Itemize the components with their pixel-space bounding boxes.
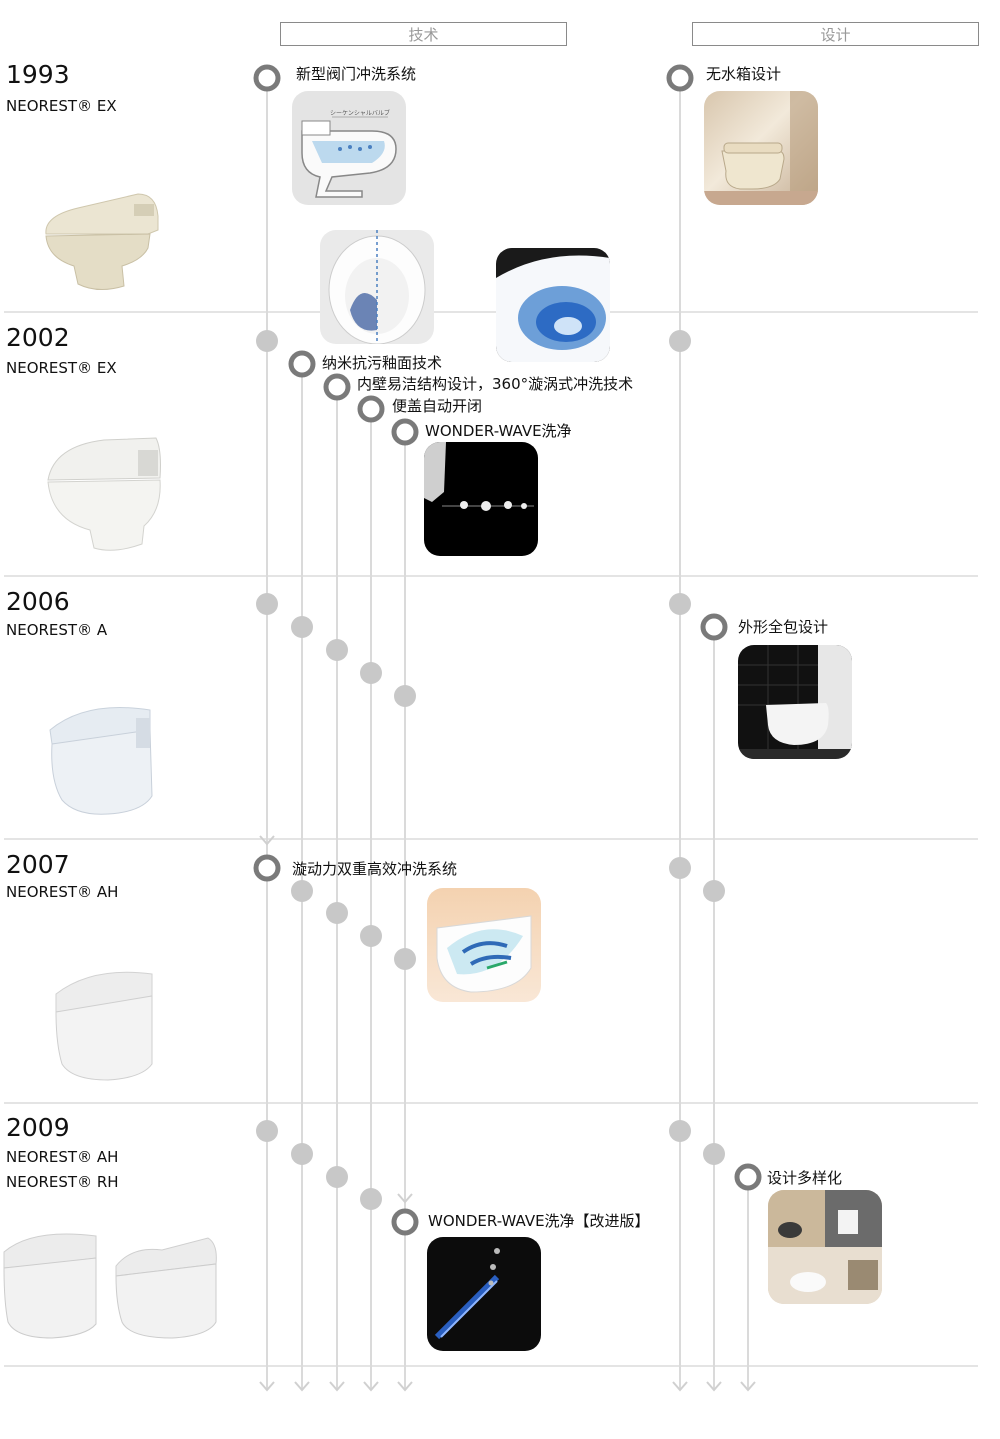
wonder-wave-v2-photo	[427, 1237, 541, 1351]
bottom-arrows	[259, 835, 756, 1392]
model-2002: NEOREST® EX	[6, 359, 117, 377]
feature-wonder-wave-v2: WONDER-WAVE洗净【改进版】	[428, 1212, 650, 1230]
year-2007: 2007	[6, 850, 70, 879]
bowl-glaze-photo	[320, 230, 434, 344]
feature-inner-wall: 内壁易洁结构设计，360°漩涡式冲洗技术	[357, 375, 634, 393]
diverse-design-photo	[768, 1190, 882, 1304]
year-2009: 2009	[6, 1113, 70, 1142]
tankless-photo	[704, 91, 818, 205]
wonder-wave-photo	[424, 442, 538, 556]
year-1993: 1993	[6, 60, 70, 89]
product-2007	[52, 964, 156, 1084]
full-cover-photo	[738, 645, 852, 759]
carry-nodes	[256, 330, 725, 1210]
feature-valve-flush: 新型阀门冲洗系统	[296, 65, 417, 83]
feature-tornado: 漩动力双重高效冲洗系统	[292, 860, 458, 878]
year-2006: 2006	[6, 587, 70, 616]
feature-diverse: 设计多样化	[767, 1169, 843, 1187]
feature-full-cover: 外形全包设计	[738, 618, 829, 636]
feature-wonder-wave: WONDER-WAVE洗净	[425, 422, 572, 440]
model-2009-a: NEOREST® AH	[6, 1148, 119, 1166]
row-dividers	[4, 311, 978, 1367]
model-1993: NEOREST® EX	[6, 97, 117, 115]
model-2009-b: NEOREST® RH	[6, 1173, 119, 1191]
product-1993	[38, 176, 162, 296]
model-2006: NEOREST® A	[6, 621, 108, 639]
product-2009-rh	[112, 1236, 220, 1340]
feature-nano-glaze: 纳米抗污釉面技术	[322, 354, 443, 372]
product-2006	[46, 700, 158, 820]
feature-auto-lid: 便盖自动开闭	[392, 397, 483, 415]
year-2002: 2002	[6, 323, 70, 352]
design-header: 设计	[692, 22, 979, 46]
valve-diagram-caption: シーケンシャルバルブ	[330, 109, 390, 117]
model-2007: NEOREST® AH	[6, 883, 119, 901]
tornado-flush-photo	[427, 888, 541, 1002]
swirl-bowl-photo	[496, 248, 610, 362]
feature-tankless: 无水箱设计	[706, 65, 782, 83]
product-2002	[44, 430, 168, 554]
tech-header: 技术	[280, 22, 567, 46]
product-2009-ah	[2, 1228, 100, 1340]
valve-diagram-image: シーケンシャルバルブ	[292, 91, 406, 205]
